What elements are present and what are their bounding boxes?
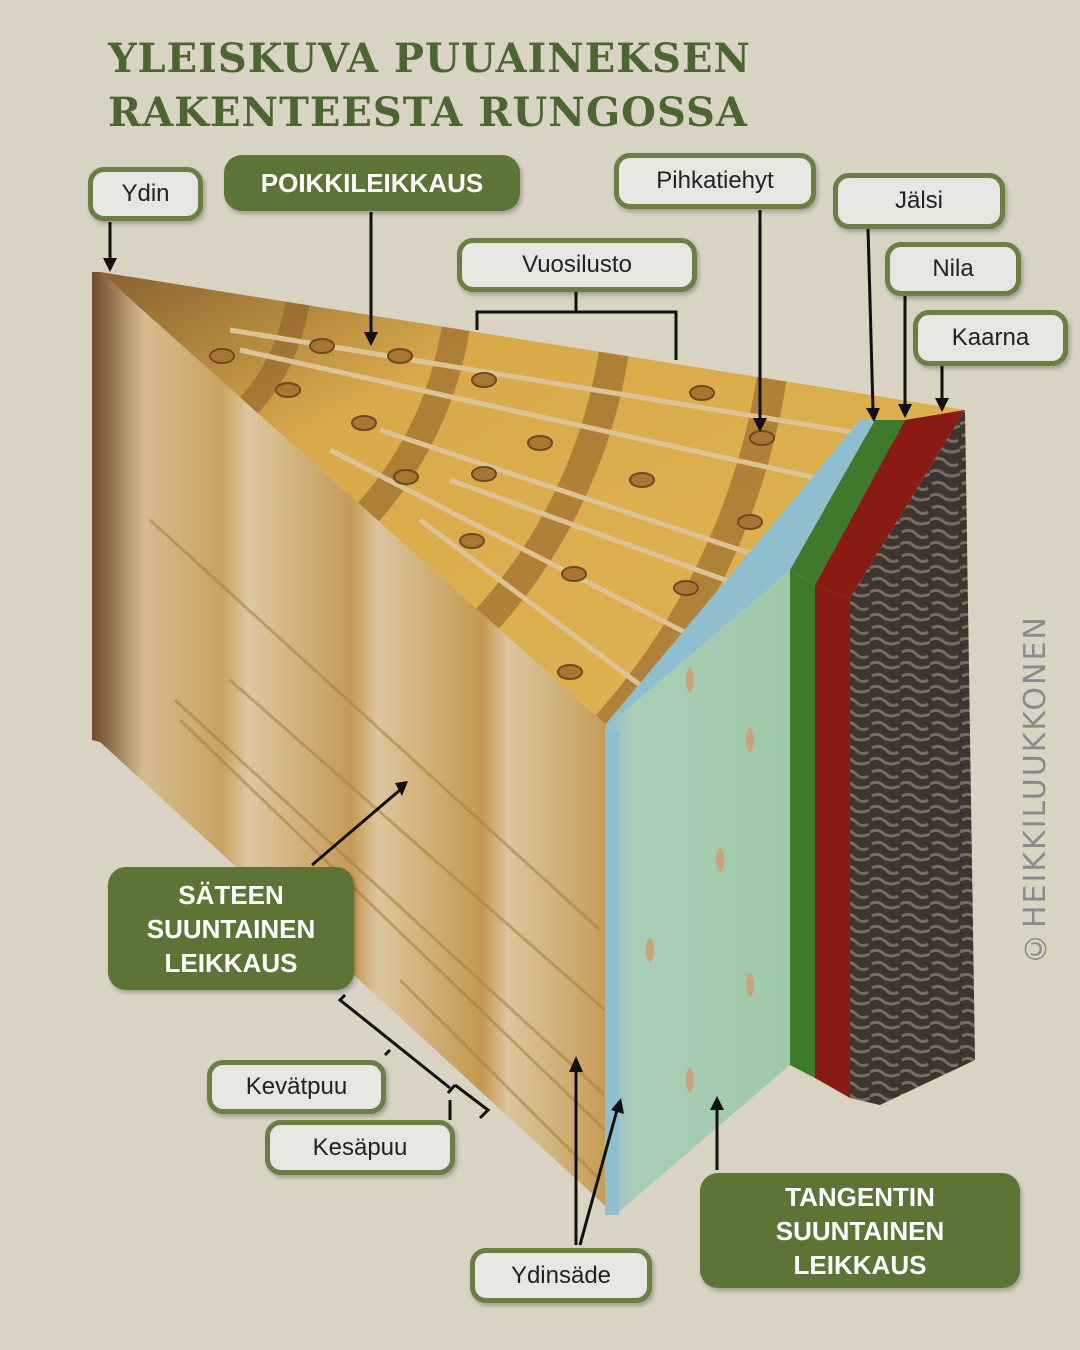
artist-signature: ©HEIKKILUUKKONEN — [1018, 615, 1053, 965]
title-line-1: YLEISKUVA PUUAINEKSEN — [108, 35, 751, 82]
label-kaarna: Kaarna — [913, 310, 1068, 366]
cambium-edge — [605, 730, 619, 1215]
kaarna-bark — [850, 410, 975, 1105]
label-tangentin-suuntainen-leikkaus: TANGENTIN SUUNTAINEN LEIKKAUS — [700, 1173, 1020, 1288]
jalsi-top — [790, 420, 905, 585]
sateen-line-1: SÄTEEN — [178, 879, 284, 910]
wood-rays-top — [229, 327, 901, 702]
radial-face — [92, 272, 612, 1212]
label-kesapuu: Kesäpuu — [265, 1120, 455, 1175]
label-jalsi: Jälsi — [833, 173, 1005, 229]
radial-grain-lines — [148, 518, 612, 1182]
sateen-line-3: LEIKKAUS — [164, 947, 298, 978]
title-line-2: RAKENTEESTA RUNGOSSA — [108, 89, 748, 136]
label-nila: Nila — [885, 242, 1021, 296]
ray-spots — [646, 668, 754, 1092]
label-vuosilusto: Vuosilusto — [457, 238, 697, 292]
label-poikkileikkaus: POIKKILEIKKAUS — [224, 155, 520, 211]
diagram-title: YLEISKUVA PUUAINEKSEN RAKENTEESTA RUNGOS… — [108, 32, 751, 140]
arrows — [108, 210, 944, 1246]
label-pihkatiehyt: Pihkatiehyt — [614, 153, 816, 209]
jalsi-face — [790, 570, 815, 1078]
label-ydin: Ydin — [88, 167, 203, 221]
tangential-face — [605, 570, 790, 1215]
label-sateen-suuntainen-leikkaus: SÄTEEN SUUNTAINEN LEIKKAUS — [108, 867, 354, 990]
cross-section-face — [100, 272, 965, 728]
tangentin-line-2: SUUNTAINEN — [775, 1215, 945, 1246]
tangentin-line-3: LEIKKAUS — [793, 1249, 927, 1280]
tangentin-line-1: TANGENTIN — [785, 1181, 935, 1212]
arrowheads — [103, 258, 949, 1114]
nila-face — [815, 585, 850, 1098]
resin-canals — [209, 338, 775, 680]
label-ydinsade: Ydinsäde — [470, 1248, 652, 1303]
cambium-top — [605, 420, 875, 728]
nila-top — [815, 410, 965, 598]
label-kevatpuu: Kevätpuu — [207, 1060, 386, 1114]
sateen-line-2: SUUNTAINEN — [146, 913, 316, 944]
